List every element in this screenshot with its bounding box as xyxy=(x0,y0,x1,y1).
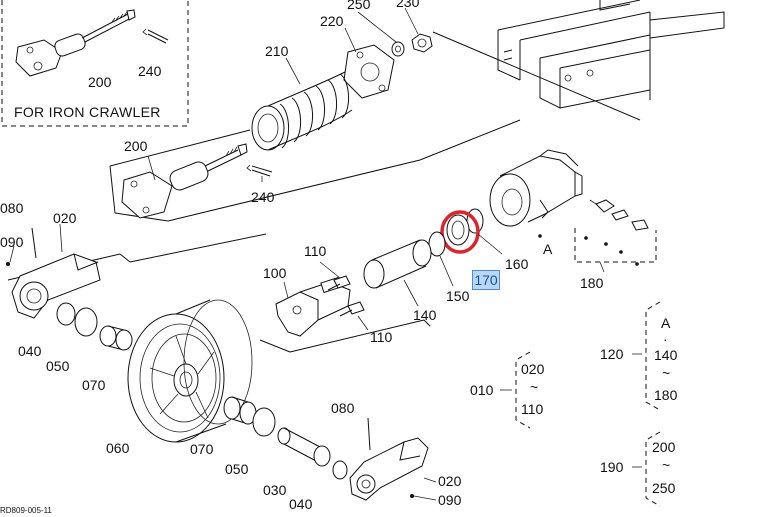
seal-040-right-icon xyxy=(332,460,348,480)
label-230[interactable]: 230 xyxy=(396,0,420,10)
idler-wheel-icon xyxy=(127,299,253,443)
inset-label-200[interactable]: 200 xyxy=(88,74,112,90)
label-240[interactable]: 240 xyxy=(251,189,275,205)
group-120-dot: · xyxy=(663,331,668,347)
cotter-pin-icon xyxy=(246,164,273,177)
label-110-lower[interactable]: 110 xyxy=(370,329,393,345)
idler-fork-right-icon xyxy=(349,437,429,501)
group-010-top: 020 xyxy=(521,361,545,377)
label-180[interactable]: 180 xyxy=(580,275,604,291)
drawing-code: RD809-005-11 xyxy=(0,506,52,515)
label-020-right[interactable]: 020 xyxy=(438,473,462,489)
label-030[interactable]: 030 xyxy=(263,482,287,498)
grease-group-bracket xyxy=(574,228,657,263)
group-010-bracket xyxy=(515,351,531,429)
label-080-right[interactable]: 080 xyxy=(331,400,355,416)
seal-050-icon xyxy=(74,307,98,337)
idler-assembly-outline xyxy=(7,233,431,353)
group-190-bracket xyxy=(645,431,661,507)
seal-050-right-icon xyxy=(252,407,276,437)
inset-title: FOR IRON CRAWLER xyxy=(14,104,161,120)
label-110-upper[interactable]: 110 xyxy=(304,243,327,259)
seal-040-icon xyxy=(56,302,76,326)
bolt-080-icon xyxy=(31,227,37,259)
group-120-mid: 140 xyxy=(654,347,678,363)
nut-icon xyxy=(411,33,433,53)
label-070-right[interactable]: 070 xyxy=(190,441,214,457)
inset-pin-icon xyxy=(142,28,169,44)
spring-plate-icon xyxy=(343,44,395,99)
bolt-icon-lower xyxy=(339,301,365,317)
inset-iron-crawler: 200 240 FOR IRON CRAWLER xyxy=(1,0,189,127)
cylinder-rod-icon xyxy=(363,239,432,289)
bolt-080-right-icon xyxy=(367,417,371,451)
label-150[interactable]: 150 xyxy=(446,288,470,304)
tension-rod-icon xyxy=(121,143,248,219)
label-040-right[interactable]: 040 xyxy=(289,496,313,512)
label-100[interactable]: 100 xyxy=(263,265,287,281)
inset-tension-rod-icon xyxy=(15,9,136,77)
idler-fork-left-icon xyxy=(11,253,101,319)
shaft-icon xyxy=(277,427,331,467)
highlight-circle xyxy=(440,210,480,254)
label-250[interactable]: 250 xyxy=(347,0,371,12)
label-210[interactable]: 210 xyxy=(265,43,289,59)
label-220[interactable]: 220 xyxy=(320,13,344,29)
group-120-bottom: 180 xyxy=(654,387,678,403)
label-200[interactable]: 200 xyxy=(124,138,148,154)
inset-label-240[interactable]: 240 xyxy=(138,63,162,79)
label-140[interactable]: 140 xyxy=(413,307,437,323)
bushing-070-right-icon xyxy=(223,396,257,425)
group-190-top: 200 xyxy=(652,439,676,455)
group-190-tilde: ~ xyxy=(662,457,670,473)
label-080-left[interactable]: 080 xyxy=(0,200,24,216)
label-070-left[interactable]: 070 xyxy=(82,377,106,393)
label-090-left[interactable]: 090 xyxy=(0,234,24,250)
bushing-070-icon xyxy=(99,325,133,351)
label-050-left[interactable]: 050 xyxy=(46,358,70,374)
label-020-left[interactable]: 020 xyxy=(53,210,77,226)
group-010-label[interactable]: 010 xyxy=(470,382,494,398)
bolt-icon xyxy=(327,275,351,291)
label-060[interactable]: 060 xyxy=(106,440,130,456)
label-040-left[interactable]: 040 xyxy=(18,343,42,359)
dust-seal-icon[interactable] xyxy=(440,210,480,254)
group-010-bottom: 110 xyxy=(521,401,544,417)
group-120-tilde: ~ xyxy=(662,365,670,381)
yoke-cylinder-icon xyxy=(489,149,583,227)
track-frame-icon xyxy=(497,0,725,109)
bracket-icon xyxy=(275,276,351,337)
recoil-spring-icon xyxy=(251,71,353,151)
highlighted-part-label-170[interactable]: 170 xyxy=(472,270,500,290)
group-120-top: A xyxy=(661,315,671,331)
washer-icon xyxy=(391,41,405,57)
group-190-bottom: 250 xyxy=(652,480,676,496)
label-050-right[interactable]: 050 xyxy=(225,461,249,477)
group-010-tilde: ~ xyxy=(530,379,538,395)
label-090-right[interactable]: 090 xyxy=(438,492,462,508)
grease-fitting-icon xyxy=(589,199,649,231)
group-190-label[interactable]: 190 xyxy=(600,459,624,475)
label-160[interactable]: 160 xyxy=(505,256,529,272)
label-A[interactable]: A xyxy=(543,241,553,257)
group-120-label[interactable]: 120 xyxy=(600,346,624,362)
